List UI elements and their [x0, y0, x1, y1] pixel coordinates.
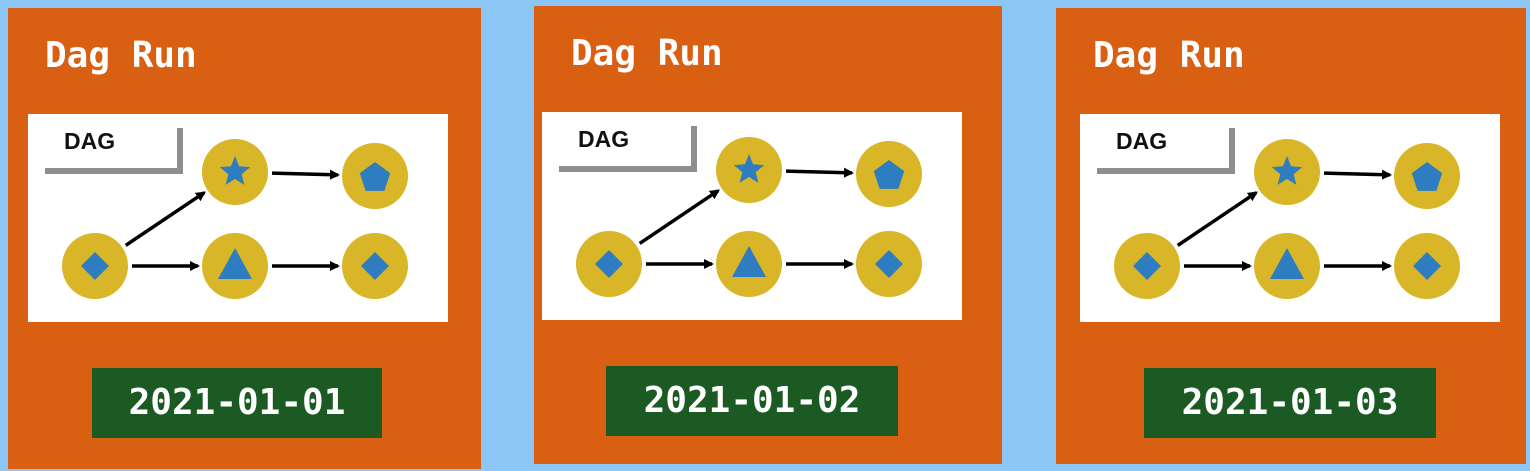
- run-date-badge: 2021-01-03: [1144, 368, 1436, 438]
- dag-tab: [45, 128, 183, 174]
- task-node-start: [576, 231, 642, 297]
- dag-run-card-2: Dag Run DAG 2021-01-02: [534, 6, 1002, 464]
- pentagon-icon: [359, 162, 391, 191]
- diamond-icon: [81, 252, 109, 280]
- task-node-lower-end: [1394, 233, 1460, 299]
- dag-panel: DAG: [28, 114, 448, 322]
- task-node-lower-end: [342, 233, 408, 299]
- dag-panel: DAG: [542, 112, 962, 320]
- edge-upper-mid-to-upper-end: [1323, 169, 1392, 180]
- star-icon: [219, 156, 251, 185]
- task-node-upper-end: [856, 141, 922, 207]
- task-node-upper-mid: [716, 137, 782, 203]
- task-node-upper-mid: [202, 139, 268, 205]
- diamond-icon: [595, 250, 623, 278]
- task-node-upper-end: [342, 143, 408, 209]
- card-title: Dag Run: [571, 33, 723, 74]
- diamond-icon: [1413, 252, 1441, 280]
- pentagon-icon: [1411, 162, 1443, 191]
- card-title: Dag Run: [45, 35, 197, 76]
- triangle-icon: [1270, 248, 1304, 279]
- triangle-icon: [218, 248, 252, 279]
- diamond-icon: [875, 250, 903, 278]
- edge-start-to-upper-mid: [124, 191, 206, 247]
- dag-label: DAG: [578, 126, 630, 152]
- task-node-upper-end: [1394, 143, 1460, 209]
- card-title: Dag Run: [1093, 35, 1245, 76]
- task-node-lower-mid: [1254, 233, 1320, 299]
- edge-start-to-upper-mid: [1176, 191, 1258, 247]
- task-node-start: [1114, 233, 1180, 299]
- diamond-icon: [1133, 252, 1161, 280]
- dag-panel: DAG: [1080, 114, 1500, 322]
- edge-start-to-upper-mid: [638, 189, 720, 245]
- star-icon: [1271, 156, 1303, 185]
- run-date-badge: 2021-01-01: [92, 368, 382, 438]
- task-node-start: [62, 233, 128, 299]
- dag-tab: [559, 126, 697, 172]
- edge-upper-mid-to-upper-end: [271, 169, 340, 180]
- task-node-lower-mid: [202, 233, 268, 299]
- task-node-lower-end: [856, 231, 922, 297]
- dag-label: DAG: [64, 128, 116, 154]
- dag-graph: [62, 139, 408, 299]
- dag-graph: [576, 137, 922, 297]
- run-date-badge: 2021-01-02: [606, 366, 898, 436]
- star-icon: [733, 154, 765, 183]
- dag-run-card-3: Dag Run DAG 2021-01-03: [1056, 8, 1526, 464]
- dag-graph: [1114, 139, 1460, 299]
- diamond-icon: [361, 252, 389, 280]
- triangle-icon: [732, 246, 766, 277]
- dag-label: DAG: [1116, 128, 1168, 154]
- dag-run-card-1: Dag Run DAG 2021-01-01: [8, 8, 481, 469]
- edge-upper-mid-to-upper-end: [785, 167, 854, 178]
- pentagon-icon: [873, 160, 905, 189]
- task-node-upper-mid: [1254, 139, 1320, 205]
- task-node-lower-mid: [716, 231, 782, 297]
- dag-tab: [1097, 128, 1235, 174]
